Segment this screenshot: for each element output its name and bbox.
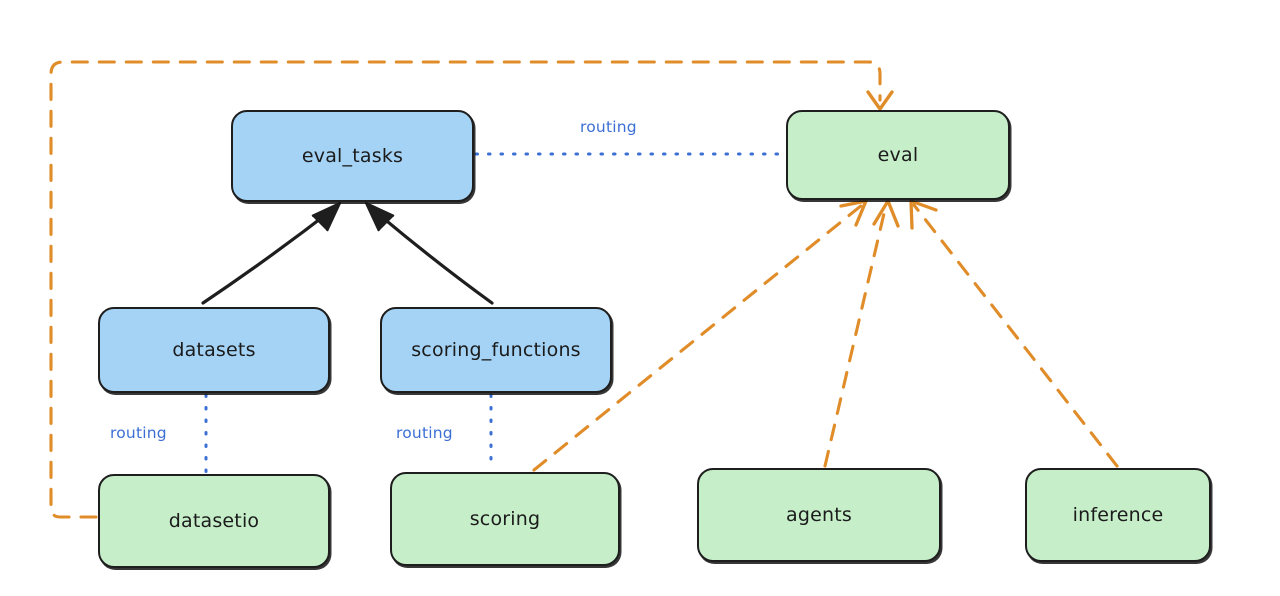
edge-inference-to-eval [909, 199, 1119, 468]
node-scoring-functions[interactable]: scoring_functions [380, 307, 612, 393]
edge-scoring-functions-to-eval-tasks [364, 201, 494, 305]
node-label: agents [786, 503, 852, 526]
edge-agents-to-eval [823, 199, 900, 468]
edge-label-routing-eval: routing [580, 118, 637, 136]
node-label: eval_tasks [301, 144, 404, 167]
node-label: scoring_functions [411, 338, 581, 361]
edge-label-routing-scoring: routing [396, 424, 453, 442]
node-label: eval [877, 143, 919, 166]
edge-label-routing-datasets: routing [110, 424, 167, 442]
node-eval[interactable]: eval [786, 110, 1010, 200]
node-label: datasets [172, 338, 256, 361]
node-label: inference [1072, 503, 1164, 526]
node-eval-tasks[interactable]: eval_tasks [231, 110, 474, 202]
node-datasets[interactable]: datasets [98, 307, 330, 393]
node-datasetio[interactable]: datasetio [98, 474, 330, 568]
edge-datasets-to-eval-tasks [201, 201, 342, 305]
node-label: datasetio [168, 509, 260, 532]
node-inference[interactable]: inference [1025, 468, 1211, 562]
node-label: scoring [469, 507, 541, 530]
node-scoring[interactable]: scoring [390, 472, 620, 566]
node-agents[interactable]: agents [697, 468, 941, 562]
